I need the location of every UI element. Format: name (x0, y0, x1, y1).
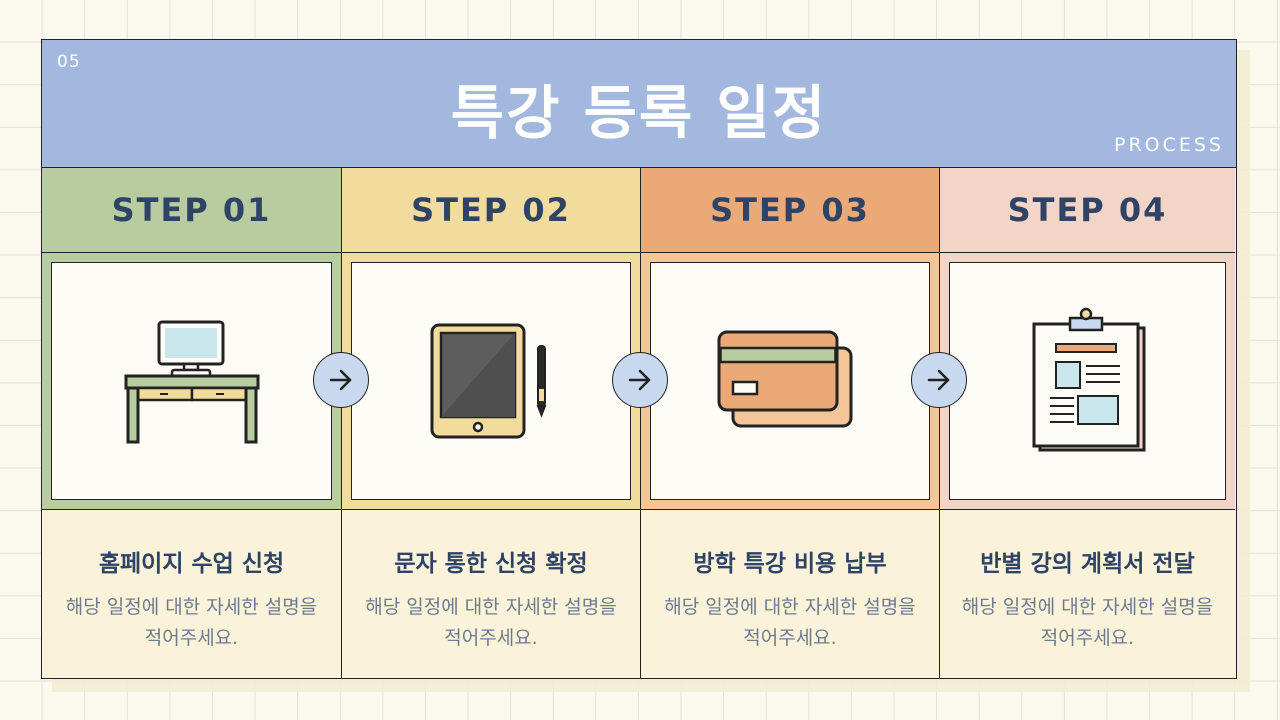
next-arrow-3 (911, 352, 967, 408)
page-subtitle: PROCESS (1113, 134, 1224, 156)
step-column-3: STEP 03 방학 특강 비용 납부 해당 일정에 대한 자세한 설명을 적어… (640, 168, 939, 678)
step-image-box (949, 262, 1226, 500)
step-title: 방학 특강 비용 납부 (693, 551, 887, 577)
step-label: STEP 03 (641, 168, 939, 253)
step-text-area: 문자 통한 신청 확정 해당 일정에 대한 자세한 설명을 적어주세요. (342, 510, 640, 678)
arrow-right-icon (927, 369, 950, 391)
step-title: 문자 통한 신청 확정 (394, 551, 588, 577)
step-description: 해당 일정에 대한 자세한 설명을 적어주세요. (365, 596, 617, 649)
step-column-1: STEP 01 (42, 168, 341, 678)
step-text-area: 방학 특강 비용 납부 해당 일정에 대한 자세한 설명을 적어주세요. (641, 510, 939, 678)
step-column-4: STEP 04 (939, 168, 1235, 678)
step-title: 반별 강의 계획서 전달 (980, 551, 1195, 577)
step-image-box (650, 262, 930, 500)
next-arrow-2 (612, 352, 668, 408)
step-image-box (51, 262, 332, 500)
arrow-right-icon (329, 369, 352, 391)
step-image-area (641, 253, 939, 510)
step-description: 해당 일정에 대한 자세한 설명을 적어주세요. (961, 596, 1214, 649)
step-description: 해당 일정에 대한 자세한 설명을 적어주세요. (664, 596, 916, 649)
step-image-area (342, 253, 640, 510)
process-frame: 05 특강 등록 일정 PROCESS STEP 01 (41, 39, 1237, 679)
step-text-area: 홈페이지 수업 신청 해당 일정에 대한 자세한 설명을 적어주세요. (42, 510, 341, 678)
credit-card-icon (717, 330, 853, 428)
step-image-area (42, 253, 341, 510)
step-image-box (351, 262, 631, 500)
step-label: STEP 04 (940, 168, 1235, 253)
clipboard-icon (1032, 307, 1145, 452)
computer-desk-icon (124, 320, 259, 444)
header: 05 특강 등록 일정 PROCESS (42, 40, 1236, 168)
step-label: STEP 02 (342, 168, 640, 253)
step-text-area: 반별 강의 계획서 전달 해당 일정에 대한 자세한 설명을 적어주세요. (940, 510, 1235, 678)
step-column-2: STEP 02 문자 통한 신청 확정 (341, 168, 640, 678)
page-number: 05 (57, 52, 81, 72)
step-title: 홈페이지 수업 신청 (98, 551, 285, 577)
tablet-icon (430, 323, 547, 439)
next-arrow-1 (313, 352, 369, 408)
step-label: STEP 01 (42, 168, 341, 253)
step-description: 해당 일정에 대한 자세한 설명을 적어주세요. (65, 596, 318, 649)
step-image-area (940, 253, 1235, 510)
arrow-right-icon (628, 369, 651, 391)
steps-row: STEP 01 (42, 168, 1236, 678)
page-title: 특강 등록 일정 (450, 79, 828, 147)
